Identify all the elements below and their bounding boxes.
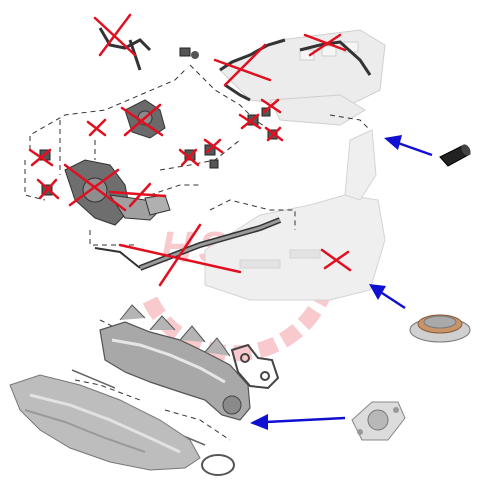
- heat-shield: [9, 374, 201, 471]
- arrow-to-manifold-blanking-plate: [250, 414, 346, 430]
- cross-turbo: [63, 163, 127, 212]
- cross-fitting-e: [203, 138, 224, 154]
- cross-fitting-g: [260, 98, 282, 114]
- cross-fitting-d: [178, 148, 200, 167]
- sensor-connector: [191, 51, 199, 59]
- cross-fitting-a: [86, 118, 107, 137]
- blanking-plate-round: [409, 314, 471, 343]
- cross-egr-housing: [320, 248, 352, 272]
- cross-exhaust-flange: [108, 182, 167, 208]
- egr-housing-ghost: [204, 129, 386, 301]
- arrow-to-hose-plug: [384, 135, 433, 157]
- egr-hose-upper-left: [98, 27, 152, 71]
- removal-crosses: [28, 13, 352, 287]
- exhaust-flange: [144, 194, 171, 216]
- cross-hose-top-right-b: [303, 33, 347, 57]
- blanking-plate-flanged: [351, 401, 406, 441]
- rubber-plug: [439, 144, 471, 167]
- pointer-arrows: [250, 135, 433, 430]
- cross-fitting-h: [264, 126, 284, 142]
- manifold-ring-gasket: [201, 454, 235, 476]
- exhaust-manifold: [99, 304, 251, 421]
- engine-block-ghost: [219, 29, 386, 126]
- arrow-to-egr-blanking-plate: [369, 284, 406, 310]
- cross-fitting-b: [28, 148, 54, 167]
- cross-egr-valve: [120, 103, 164, 137]
- cross-fitting-f: [238, 113, 262, 130]
- cross-hose-top-right-a: [213, 43, 272, 87]
- manifold-gasket: [230, 343, 280, 390]
- cross-hose-top-left: [93, 13, 137, 57]
- cross-egr-pipe: [118, 223, 242, 287]
- cross-fitting-c: [36, 178, 60, 200]
